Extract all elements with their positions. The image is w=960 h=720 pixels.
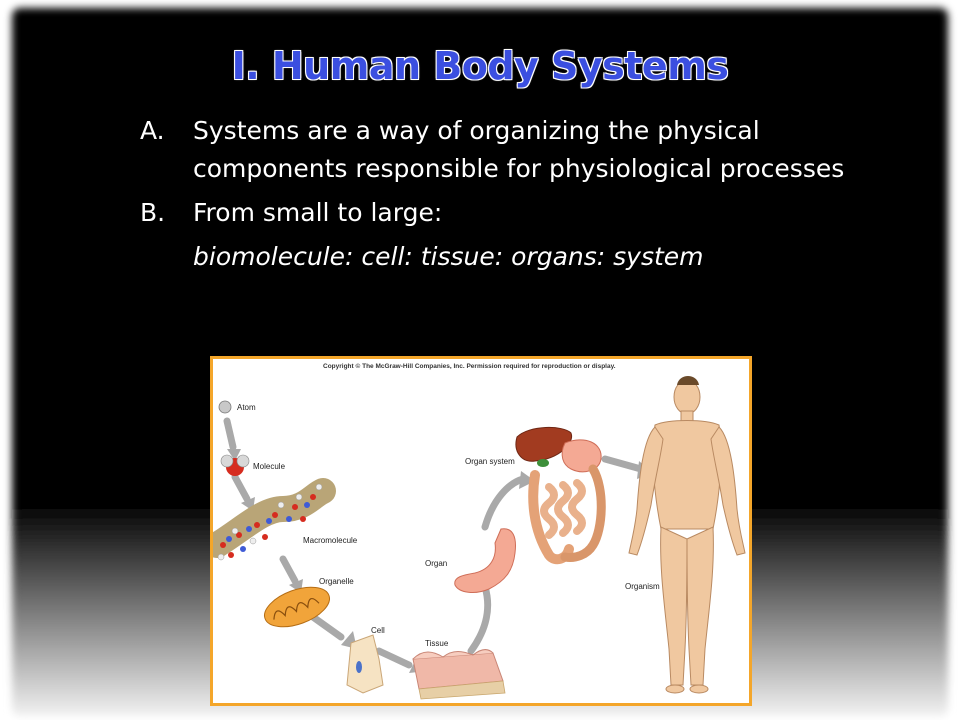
hierarchy-subline: biomolecule: cell: tissue: organs: syste…: [193, 242, 704, 271]
macromolecule-icon: [213, 478, 336, 561]
bullet-a: A. Systems are a way of organizing the p…: [140, 112, 860, 188]
bullet-list: A. Systems are a way of organizing the p…: [140, 112, 860, 276]
organ-icon: [454, 528, 516, 593]
label-tissue: Tissue: [425, 639, 449, 648]
flow-arrows: [223, 417, 645, 669]
molecule-icon: [220, 454, 250, 476]
atom-icon: [218, 400, 232, 414]
bullet-a-text: Systems are a way of organizing the phys…: [193, 116, 845, 183]
figure-illustration: Copyright © The McGraw-Hill Companies, I…: [213, 362, 746, 700]
label-organ-system: Organ system: [465, 457, 515, 466]
page-title: I. Human Body Systems: [231, 44, 729, 88]
label-cell: Cell: [371, 626, 385, 635]
label-organism: Organism: [625, 582, 660, 591]
cell-icon: [346, 634, 384, 694]
bullet-b-label: B.: [140, 198, 166, 227]
label-molecule: Molecule: [253, 462, 286, 471]
levels-of-organization-figure: Copyright © The McGraw-Hill Companies, I…: [210, 356, 752, 706]
organ-system-icon: [515, 427, 606, 565]
bullet-b-text: From small to large:: [193, 198, 443, 227]
label-organ: Organ: [425, 559, 447, 568]
bullet-b: B. From small to large:: [140, 194, 860, 232]
label-macromolecule: Macromolecule: [303, 536, 358, 545]
figure-copyright: Copyright © The McGraw-Hill Companies, I…: [323, 362, 616, 370]
label-organelle: Organelle: [319, 577, 354, 586]
organelle-icon: [264, 586, 330, 628]
organism-icon: [628, 376, 746, 694]
bullet-a-label: A.: [140, 116, 165, 145]
label-atom: Atom: [237, 403, 256, 412]
tissue-icon: [412, 649, 506, 700]
